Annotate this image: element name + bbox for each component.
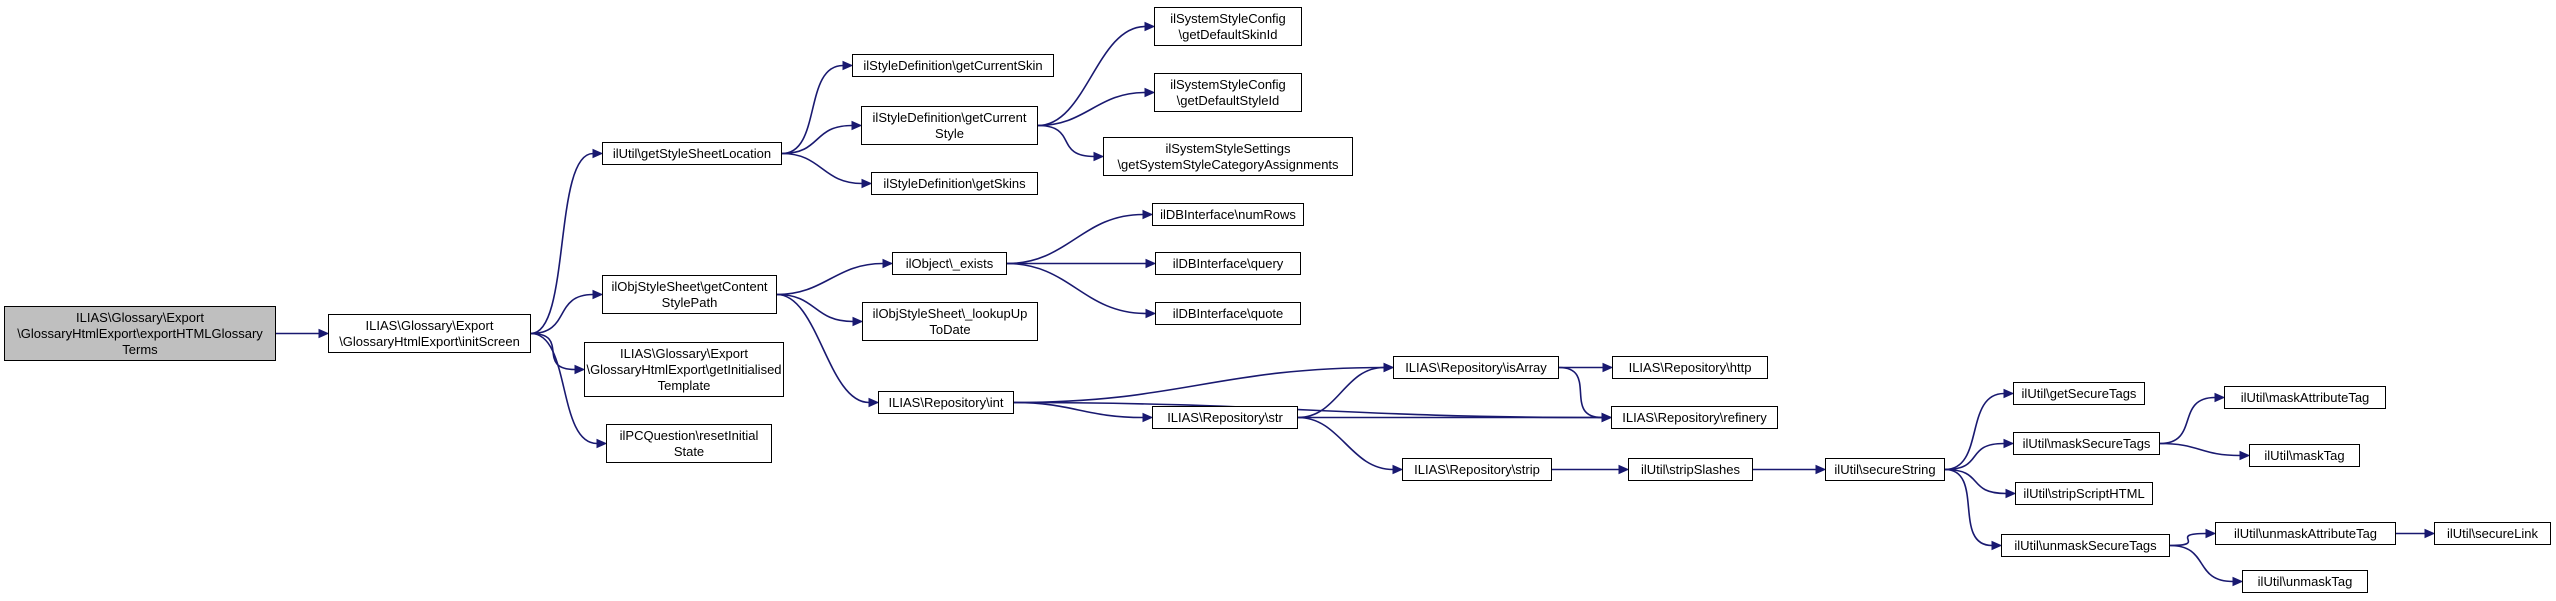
- arrowhead-root-to-initScreen: [318, 328, 330, 339]
- node-get-secure-tags[interactable]: ilUtil\getSecureTags: [2013, 382, 2145, 405]
- node-get-content-style-path[interactable]: ilObjStyleSheet\getContent StylePath: [602, 275, 777, 314]
- node-num-rows[interactable]: ilDBInterface\numRows: [1152, 203, 1304, 226]
- arrowhead-getContentStylePath-to-repoInt: [868, 397, 880, 408]
- edge-repoInt-to-repoStr: [1013, 401, 1144, 419]
- node-get-initialised-template[interactable]: ILIAS\Glossary\Export \GlossaryHtmlExpor…: [584, 342, 784, 397]
- node-quote[interactable]: ilDBInterface\quote: [1155, 302, 1301, 325]
- node-get-skins[interactable]: ilStyleDefinition\getSkins: [871, 172, 1038, 195]
- arrowhead-objectExists-to-quote: [1145, 308, 1157, 319]
- arrowhead-getContentStylePath-to-objectExists: [882, 258, 894, 269]
- edge-unmaskSecureTags-to-unmaskAttributeTag: [2169, 532, 2207, 547]
- arrowhead-initScreen-to-getInitialisedTemplate: [574, 364, 586, 375]
- edge-objectExists-to-numRows: [1006, 213, 1144, 265]
- edge-objectExists-to-quote: [1006, 262, 1147, 315]
- arrowhead-objectExists-to-numRows: [1142, 209, 1154, 220]
- arrowhead-unmaskSecureTags-to-unmaskTag: [2232, 576, 2244, 587]
- edge-initScreen-to-getContentStylePath: [530, 293, 594, 335]
- node-get-default-skin-id[interactable]: ilSystemStyleConfig \getDefaultSkinId: [1154, 7, 1302, 46]
- arrowhead-secureString-to-unmaskSecureTags: [1991, 540, 2003, 551]
- edge-repoInt-to-repoRefinery: [1013, 401, 1603, 419]
- arrowhead-objectExists-to-query: [1145, 258, 1157, 269]
- edge-unmaskSecureTags-to-unmaskTag: [2169, 544, 2234, 583]
- edge-initScreen-to-getStyleSheetLocation: [530, 152, 594, 335]
- edge-initScreen-to-resetInitialState: [530, 332, 598, 445]
- node-repository-int[interactable]: ILIAS\Repository\int: [878, 391, 1014, 414]
- arrowhead-maskSecureTags-to-maskAttributeTag: [2214, 392, 2226, 403]
- arrowhead-getStyleSheetLocation-to-getCurrentStyle: [851, 120, 863, 131]
- edge-getStyleSheetLocation-to-getCurrentStyle: [781, 124, 853, 155]
- edge-repoStr-to-repoStrip: [1297, 416, 1394, 471]
- node-get-system-style-category-assignments[interactable]: ilSystemStyleSettings \getSystemStyleCat…: [1103, 137, 1353, 176]
- edge-getCurrentStyle-to-getDefaultStyleId: [1037, 91, 1146, 127]
- node-strip-slashes[interactable]: ilUtil\stripSlashes: [1628, 458, 1753, 481]
- edge-repoInt-to-repoIsArray: [1013, 366, 1385, 404]
- arrowhead-getCurrentStyle-to-getSystemStyleCategoryAssignments: [1093, 151, 1105, 162]
- edge-getContentStylePath-to-repoInt: [776, 293, 870, 404]
- arrowhead-secureString-to-maskSecureTags: [2003, 438, 2015, 449]
- edge-getContentStylePath-to-lookupUpToDate: [776, 293, 854, 323]
- arrowhead-stripSlashes-to-secureString: [1815, 464, 1827, 475]
- edge-repoIsArray-to-repoRefinery: [1558, 366, 1603, 419]
- edge-secureString-to-stripScriptHTML: [1944, 468, 2007, 495]
- arrowhead-initScreen-to-resetInitialState: [596, 438, 608, 449]
- edge-getStyleSheetLocation-to-getCurrentSkin: [781, 64, 844, 155]
- arrowhead-repoIsArray-to-repoHttp: [1602, 362, 1614, 373]
- edge-repoStr-to-repoIsArray: [1297, 366, 1385, 419]
- arrowhead-maskSecureTags-to-maskTag: [2239, 450, 2251, 461]
- node-mask-attribute-tag[interactable]: ilUtil\maskAttributeTag: [2224, 386, 2386, 409]
- edge-getCurrentStyle-to-getDefaultSkinId: [1037, 25, 1146, 127]
- edge-getContentStylePath-to-objectExists: [776, 262, 884, 296]
- node-export-html-glossary-terms: ILIAS\Glossary\Export \GlossaryHtmlExpor…: [4, 306, 276, 361]
- arrowhead-initScreen-to-getStyleSheetLocation: [592, 148, 604, 159]
- arrowhead-repoStr-to-repoStrip: [1392, 464, 1404, 475]
- node-repository-refinery[interactable]: ILIAS\Repository\refinery: [1611, 406, 1778, 429]
- node-secure-link[interactable]: ilUtil\secureLink: [2434, 522, 2551, 545]
- node-query[interactable]: ilDBInterface\query: [1155, 252, 1301, 275]
- arrowhead-repoStr-to-repoIsArray: [1383, 362, 1395, 373]
- node-repository-is-array[interactable]: ILIAS\Repository\isArray: [1393, 356, 1559, 379]
- arrowhead-getStyleSheetLocation-to-getSkins: [861, 178, 873, 189]
- arrowhead-secureString-to-stripScriptHTML: [2005, 488, 2017, 499]
- arrowhead-unmaskAttributeTag-to-secureLink: [2424, 528, 2436, 539]
- node-get-style-sheet-location[interactable]: ilUtil\getStyleSheetLocation: [602, 142, 782, 165]
- node-mask-tag[interactable]: ilUtil\maskTag: [2249, 444, 2360, 467]
- arrowhead-repoIsArray-to-repoRefinery: [1601, 412, 1613, 423]
- arrowhead-unmaskSecureTags-to-unmaskAttributeTag: [2205, 528, 2217, 539]
- node-get-current-skin[interactable]: ilStyleDefinition\getCurrentSkin: [852, 54, 1054, 77]
- node-unmask-secure-tags[interactable]: ilUtil\unmaskSecureTags: [2001, 534, 2170, 557]
- arrowhead-repoInt-to-repoStr: [1142, 412, 1154, 423]
- arrowhead-initScreen-to-getContentStylePath: [592, 289, 604, 300]
- edge-getCurrentStyle-to-getSystemStyleCategoryAssignments: [1037, 124, 1095, 158]
- arrowhead-getCurrentStyle-to-getDefaultSkinId: [1144, 21, 1156, 32]
- arrowhead-getStyleSheetLocation-to-getCurrentSkin: [842, 60, 854, 71]
- node-object-exists[interactable]: ilObject\_exists: [892, 252, 1007, 275]
- node-repository-strip[interactable]: ILIAS\Repository\strip: [1402, 458, 1552, 481]
- node-repository-http[interactable]: ILIAS\Repository\http: [1612, 356, 1768, 379]
- arrowhead-secureString-to-getSecureTags: [2003, 388, 2015, 399]
- node-get-current-style[interactable]: ilStyleDefinition\getCurrent Style: [861, 106, 1038, 145]
- node-reset-initial-state[interactable]: ilPCQuestion\resetInitial State: [606, 424, 772, 463]
- node-strip-script-html[interactable]: ilUtil\stripScriptHTML: [2015, 482, 2153, 505]
- node-get-default-style-id[interactable]: ilSystemStyleConfig \getDefaultStyleId: [1154, 73, 1302, 112]
- node-repository-str[interactable]: ILIAS\Repository\str: [1152, 406, 1298, 429]
- edge-maskSecureTags-to-maskAttributeTag: [2159, 396, 2216, 445]
- arrowhead-getCurrentStyle-to-getDefaultStyleId: [1144, 87, 1156, 98]
- arrowhead-repoStrip-to-stripSlashes: [1618, 464, 1630, 475]
- edge-secureString-to-getSecureTags: [1944, 392, 2005, 471]
- edge-maskSecureTags-to-maskTag: [2159, 442, 2241, 457]
- node-unmask-tag[interactable]: ilUtil\unmaskTag: [2242, 570, 2368, 593]
- edge-secureString-to-unmaskSecureTags: [1944, 468, 1993, 547]
- edge-secureString-to-maskSecureTags: [1944, 442, 2005, 471]
- node-secure-string[interactable]: ilUtil\secureString: [1825, 458, 1945, 481]
- node-unmask-attribute-tag[interactable]: ilUtil\unmaskAttributeTag: [2215, 522, 2396, 545]
- node-lookup-up-to-date[interactable]: ilObjStyleSheet\_lookupUp ToDate: [862, 302, 1038, 341]
- node-init-screen[interactable]: ILIAS\Glossary\Export \GlossaryHtmlExpor…: [328, 314, 531, 353]
- arrowhead-getContentStylePath-to-lookupUpToDate: [852, 316, 864, 327]
- node-mask-secure-tags[interactable]: ilUtil\maskSecureTags: [2013, 432, 2160, 455]
- edge-getStyleSheetLocation-to-getSkins: [781, 152, 863, 185]
